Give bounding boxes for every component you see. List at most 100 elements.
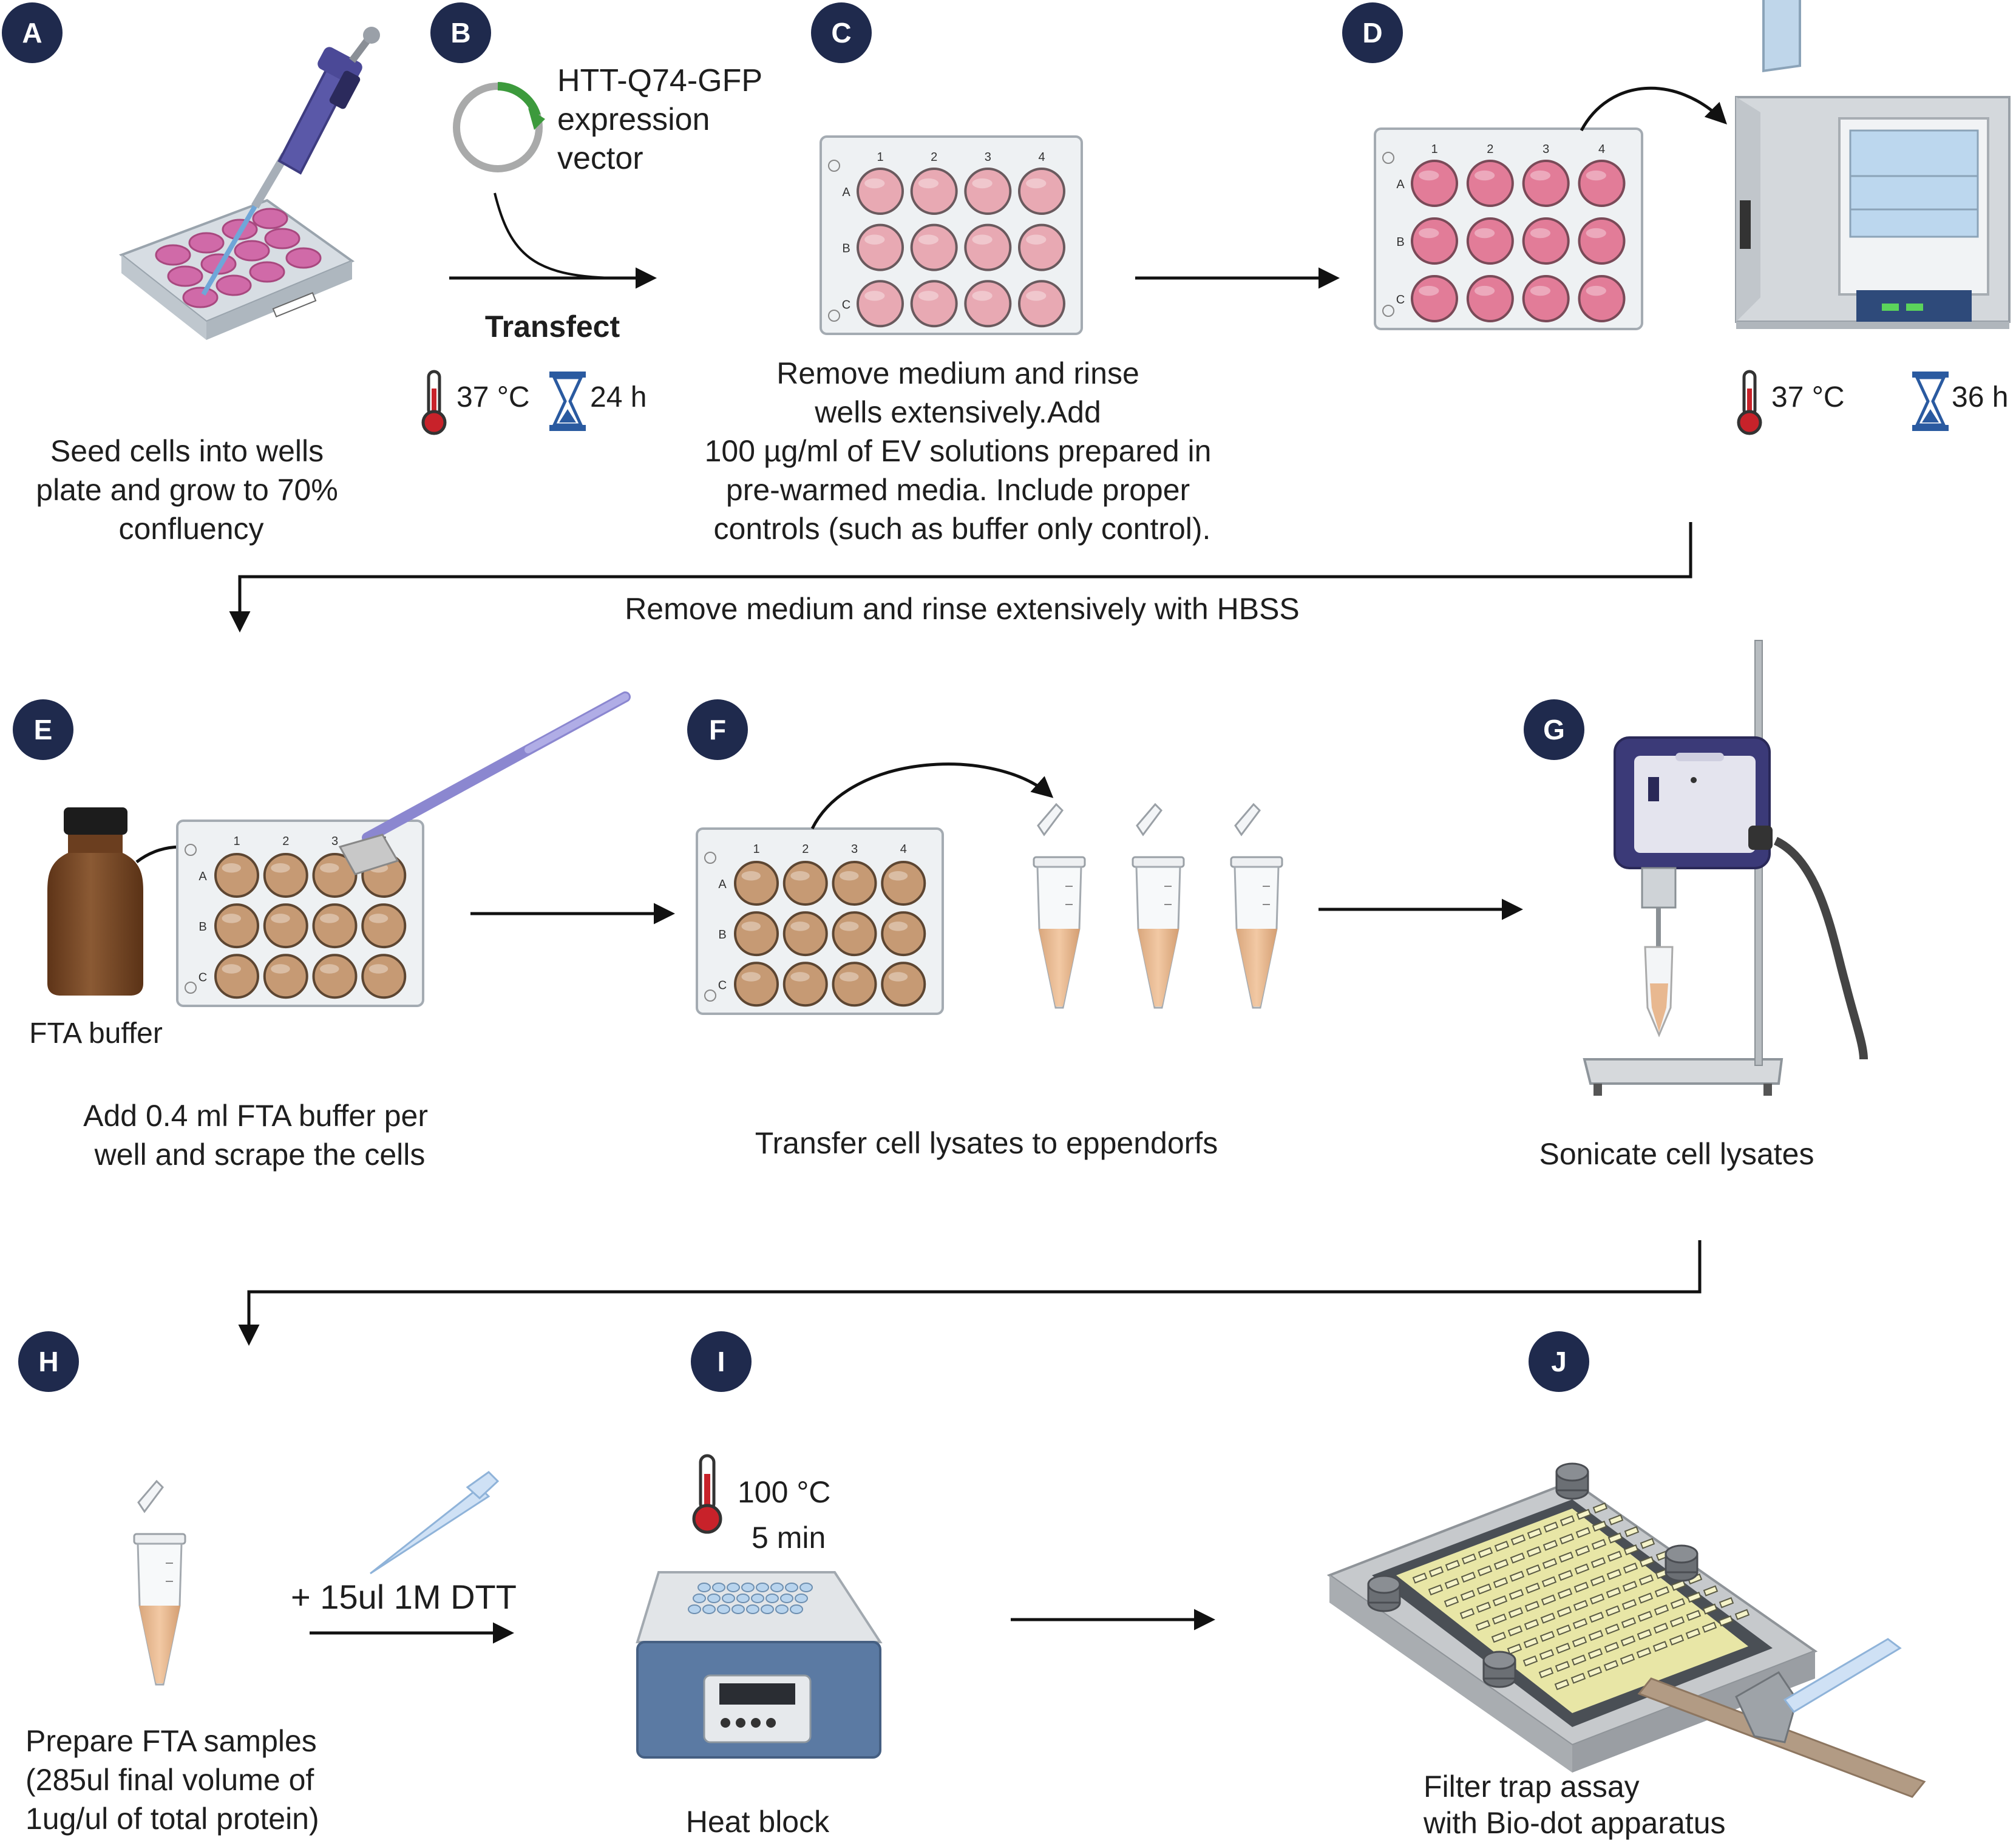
step-c-caption: Remove medium and rinse wells extensivel… [705, 356, 1220, 546]
plate-well [1411, 160, 1458, 207]
plate-well-highlight [888, 922, 908, 931]
slot-blot-well [1573, 1581, 1589, 1593]
slot-blot-well [1491, 1632, 1507, 1643]
plate-notch [1382, 152, 1394, 164]
plate-row-label: A [199, 870, 207, 883]
bio-dot-apparatus-icon [1326, 1462, 1926, 1798]
slot-blot-well [1556, 1624, 1572, 1636]
slot-blot-well [1623, 1563, 1638, 1574]
slot-blot-well [1653, 1623, 1669, 1634]
step-label-i: I [691, 1331, 752, 1392]
slot-blot-well [1543, 1521, 1559, 1533]
slot-blot-well [1444, 1596, 1459, 1607]
plate-row-label: A [1396, 178, 1405, 191]
pipette-icon [201, 27, 380, 296]
plate-well-highlight [790, 871, 810, 881]
slot-blot-well [1555, 1661, 1570, 1672]
plate-well [881, 962, 926, 1007]
slot-blot-well [1719, 1597, 1734, 1609]
slot-blot-well [1508, 1607, 1524, 1618]
slot-blot-well [1573, 1600, 1589, 1611]
heat-block-well [727, 1583, 740, 1592]
step-label-b: B [430, 2, 491, 63]
plate-well-highlight [972, 291, 993, 301]
plate-notch [828, 160, 840, 172]
slot-blot-well [1557, 1588, 1573, 1600]
plate-row-label: B [718, 928, 726, 942]
plate-row-label: C [199, 971, 207, 984]
plate-well-highlight [741, 922, 761, 931]
plate-well-highlight [840, 972, 859, 982]
slot-blot-well [1622, 1581, 1638, 1592]
plate-well-highlight [320, 914, 339, 923]
plate-column-label: 1 [753, 843, 759, 856]
plate-well [910, 280, 958, 328]
slot-blot-well [1475, 1620, 1491, 1631]
plate-well-highlight [864, 178, 885, 189]
plate-well-highlight [864, 291, 885, 301]
sonicator-icon [1583, 640, 1868, 1096]
heat-block-well [785, 1583, 798, 1592]
plate-row-label: B [1396, 236, 1404, 249]
slot-blot-well [1590, 1557, 1606, 1569]
plate-well-highlight [1586, 170, 1606, 181]
plate-well-highlight [790, 972, 810, 982]
plate-row-label: B [199, 920, 206, 934]
plate-column-label: 1 [877, 151, 883, 164]
plate-row-label: A [842, 186, 850, 199]
plate-well [1018, 280, 1065, 328]
slot-blot-well [1538, 1667, 1554, 1678]
slot-blot-well [1607, 1532, 1623, 1544]
slot-blot-well [1476, 1601, 1492, 1613]
plate-column-label: 3 [1543, 143, 1549, 156]
slot-blot-well [1494, 1541, 1510, 1552]
tube-lid [1037, 803, 1064, 837]
plate-well [214, 853, 259, 898]
slot-blot-well [1608, 1514, 1624, 1526]
plate-column-label: 2 [282, 835, 289, 848]
slot-blot-well [1591, 1539, 1607, 1550]
plate-row-label: A [718, 878, 727, 891]
step-label-e: E [13, 699, 73, 760]
tube-liquid [1138, 929, 1179, 1006]
plate-well-highlight [918, 178, 939, 189]
slot-blot-well [1702, 1621, 1717, 1633]
vector-label: HTT-Q74-GFP expression vector [557, 63, 771, 176]
plate-well-highlight [320, 964, 339, 974]
heat-block-well [775, 1604, 789, 1614]
step-b-temp: 37 °C [456, 381, 530, 413]
step-d-time: 36 h [1952, 381, 2008, 413]
plate-column-label: 2 [1487, 143, 1493, 156]
slot-blot-well [1637, 1611, 1653, 1622]
slot-blot-well [1559, 1533, 1575, 1545]
slot-blot-well [1574, 1563, 1590, 1575]
slot-blot-well [1558, 1570, 1573, 1581]
plate-well-highlight [741, 871, 761, 881]
plate-well [910, 168, 958, 215]
fta-buffer-bottle [47, 807, 143, 996]
slot-blot-well [1702, 1603, 1718, 1615]
tube-lid [1136, 803, 1162, 837]
plate-well [1466, 275, 1514, 322]
plate-row-label: C [1396, 293, 1405, 307]
plate-well [214, 954, 259, 999]
slot-blot-well [1460, 1590, 1476, 1601]
slot-blot-well [1541, 1594, 1556, 1606]
plate-well-highlight [972, 234, 993, 245]
plate-well-highlight [320, 863, 339, 873]
plate-well-highlight [1474, 170, 1495, 181]
plate-well-highlight [222, 863, 241, 873]
plate-well [1018, 168, 1065, 215]
plate-well [1018, 223, 1065, 271]
slot-blot-well [1703, 1585, 1719, 1597]
plate-well-highlight [972, 178, 993, 189]
slot-blot-well [1620, 1654, 1635, 1665]
plate-notch [704, 989, 716, 1002]
slot-blot-well [1477, 1565, 1493, 1577]
slot-blot-well [1541, 1576, 1557, 1587]
slot-blot-well [1444, 1578, 1460, 1589]
plate-well [1522, 275, 1570, 322]
slot-blot-well [1576, 1509, 1592, 1520]
